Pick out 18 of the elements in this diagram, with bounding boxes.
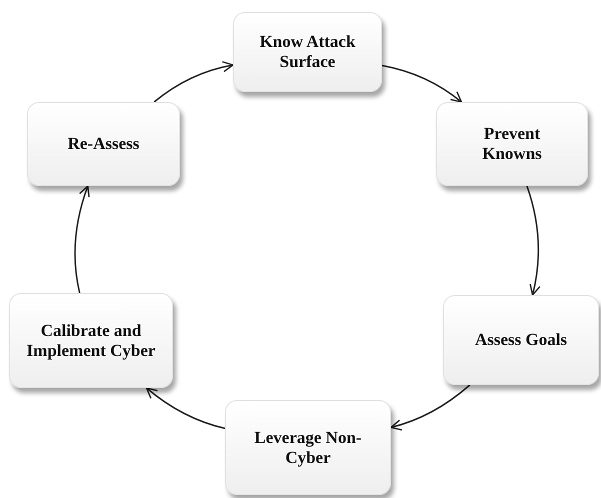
box-label: Leverage Non-Cyber [253,428,363,468]
process-box [443,295,599,385]
arrow [382,64,462,103]
process-box [436,102,588,186]
arrow [390,384,470,430]
process-box [225,400,391,495]
arrow [526,186,540,296]
box-label: Prevent Knowns [481,124,543,164]
box-label: Calibrate and Implement Cyber [26,320,156,360]
arrow [74,185,90,294]
box-label: Re-Assess [68,134,140,154]
box-label: Know Attack Surface [258,32,356,72]
arrow [146,387,226,430]
arrow [154,61,234,103]
process-box [9,293,173,388]
box-label: Assess Goals [474,330,568,350]
process-box [27,102,180,186]
process-box [233,12,382,92]
